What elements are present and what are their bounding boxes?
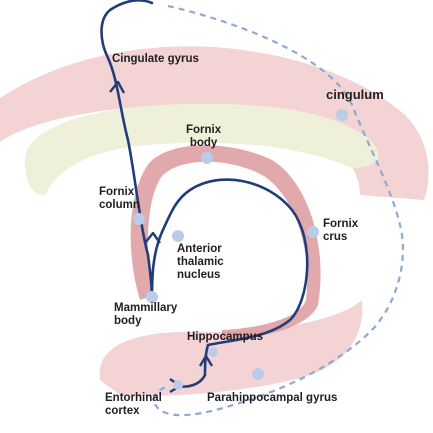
node-mammillary: [146, 291, 158, 303]
cingulate-cortex-band: [0, 46, 429, 200]
arrow-to-anterior-thalamic: [144, 231, 161, 244]
label-parahippocampal-gyrus: Parahippocampal gyrus: [207, 392, 338, 404]
node-fornix-column: [133, 213, 145, 225]
node-entorhinal: [173, 380, 183, 390]
arrow-to-cingulate: [109, 80, 126, 94]
node-fornix-crus: [307, 226, 319, 238]
label-fornix-column: Fornix column: [99, 186, 140, 211]
node-fornix-body: [201, 152, 213, 164]
arrow-to-hippocampus: [198, 354, 214, 367]
label-mammillary-body: Mammillary body: [114, 302, 178, 327]
corpus-callosum: [25, 103, 379, 195]
label-hippocampus: Hippocampus: [187, 331, 264, 343]
node-hippocampus: [208, 347, 218, 357]
node-cingulum: [336, 109, 348, 121]
cingulum-dashed-pathway: [152, 4, 404, 417]
fornix-band: [130, 145, 321, 340]
label-cingulate-gyrus: Cingulate gyrus: [112, 53, 199, 65]
node-parahippocampal: [252, 368, 264, 380]
label-cingulum: cingulum: [326, 87, 384, 102]
label-fornix-body: Fornix body: [186, 124, 222, 149]
node-anterior-thalamic: [172, 230, 184, 242]
label-fornix-crus: Fornix crus: [323, 218, 359, 243]
label-anterior-thalamic-nucleus: Anterior thalamic nucleus: [177, 243, 224, 281]
label-entorhinal-cortex: Entorhinal cortex: [105, 392, 162, 417]
parahippocampal-region: [99, 300, 363, 396]
papez-circuit-line: [100, 0, 309, 388]
